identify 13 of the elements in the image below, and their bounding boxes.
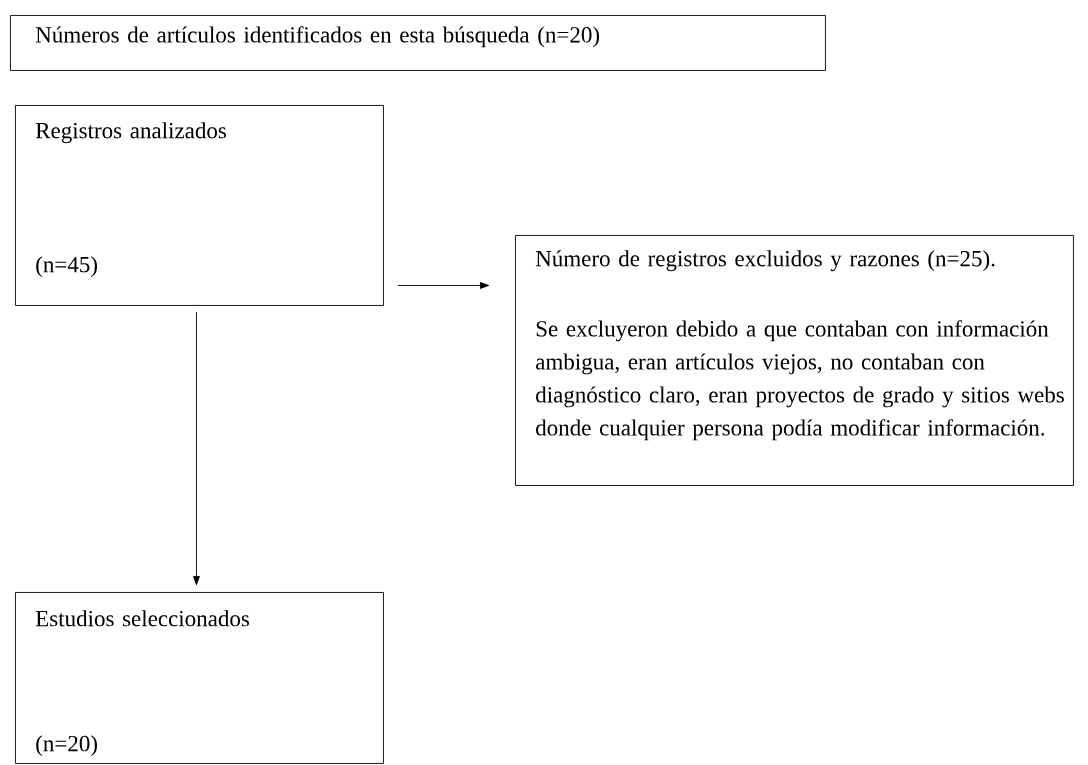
process-box [15,592,384,764]
arrow [397,282,490,289]
box-text: Se excluyeron debido a que contaban con información ambigua, eran artículos viejos, no contaban con diagnóstico claro, eran proyectos de grado y sitios webs donde cualquier persona podía modificar información. [536,320,1064,441]
process-box [515,235,1074,486]
arrow [193,311,200,586]
process-box [15,105,384,306]
box-text: Registros analizados [35,122,226,144]
box-text: (n=20) [36,735,97,757]
box-text: (n=45) [36,256,97,278]
process-box [10,15,826,71]
box-text: Número de registros excluidos y razones (n=25). [535,250,995,272]
box-text: Estudios seleccionados [35,610,249,627]
box-text: Números de artículos identificados en esta búsqueda (n=20) [35,26,600,48]
